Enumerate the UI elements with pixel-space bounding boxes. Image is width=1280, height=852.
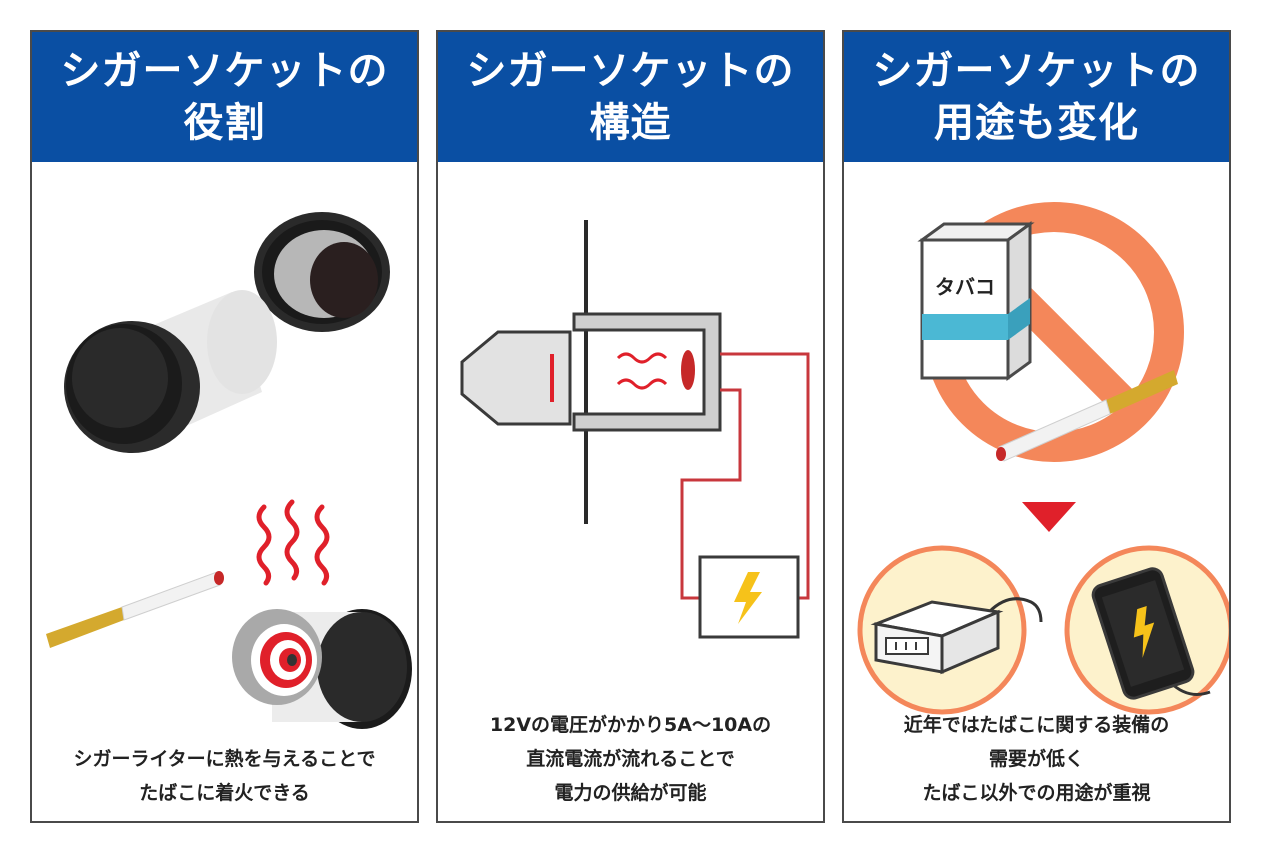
smartphone-icon [1091, 567, 1195, 700]
panel-title-line1: シガーソケットの [466, 48, 795, 94]
usb-adapter-circle [857, 545, 1043, 715]
panel-usage: シガーソケットの 用途も変化 タバコ [842, 30, 1231, 823]
lightning-icon [734, 572, 762, 624]
tobacco-box-label: タバコ [935, 275, 995, 299]
tobacco-box-icon: タバコ [917, 221, 1035, 381]
lighter-illustration [46, 212, 412, 729]
caption-line: 需要が低く [988, 748, 1084, 770]
panel-title-line2: 構造 [589, 100, 672, 146]
panel-title: シガーソケットの 用途も変化 [844, 32, 1229, 162]
usage-illustration: タバコ [857, 202, 1229, 715]
arrow-down-icon [1022, 502, 1076, 532]
usb-adapter-icon [870, 600, 1004, 675]
panel-caption: 近年ではたばこに関する装備の 需要が低く たばこ以外での用途が重視 [844, 708, 1229, 810]
cigar-socket-icon [254, 212, 390, 332]
heat-waves-icon [256, 499, 330, 586]
battery-icon [698, 555, 800, 639]
panel-title: シガーソケットの 構造 [438, 32, 823, 162]
caption-line: 電力の供給が可能 [554, 782, 707, 804]
panel-title-line2: 用途も変化 [934, 100, 1139, 146]
panel-structure: シガーソケットの 構造 12Vの電圧がかかり [436, 30, 825, 823]
cigarette-icon [46, 571, 224, 648]
heated-lighter-icon [232, 609, 412, 729]
panel-role: シガーソケットの 役割 [30, 30, 419, 823]
heat-waves-icon [616, 352, 668, 390]
caption-line: 近年ではたばこに関する装備の [903, 714, 1170, 736]
caption-line: たばこ以外での用途が重視 [922, 782, 1151, 804]
panel-caption: シガーライターに熱を与えることで たばこに着火できる [32, 742, 417, 810]
cigar-lighter-icon [64, 290, 277, 453]
panel-title-line1: シガーソケットの [60, 48, 389, 94]
caption-line: たばこに着火できる [139, 782, 310, 804]
caption-line: シガーライターに熱を与えることで [73, 748, 376, 770]
panel-title-line1: シガーソケットの [872, 48, 1201, 94]
smartphone-circle [1064, 545, 1229, 715]
lightning-icon [1133, 605, 1155, 658]
cigarette-icon [996, 370, 1178, 462]
panel-caption: 12Vの電圧がかかり5A〜10Aの 直流電流が流れることで 電力の供給が可能 [438, 708, 823, 810]
panel-title: シガーソケットの 役割 [32, 32, 417, 162]
cigar-socket-icon [572, 312, 722, 432]
structure-diagram [460, 220, 810, 639]
wiring [680, 352, 810, 600]
caption-line: 12Vの電圧がかかり5A〜10Aの [489, 714, 772, 736]
panel-title-line2: 役割 [183, 100, 266, 146]
cigar-lighter-icon [460, 330, 572, 426]
caption-line: 直流電流が流れることで [526, 748, 735, 770]
